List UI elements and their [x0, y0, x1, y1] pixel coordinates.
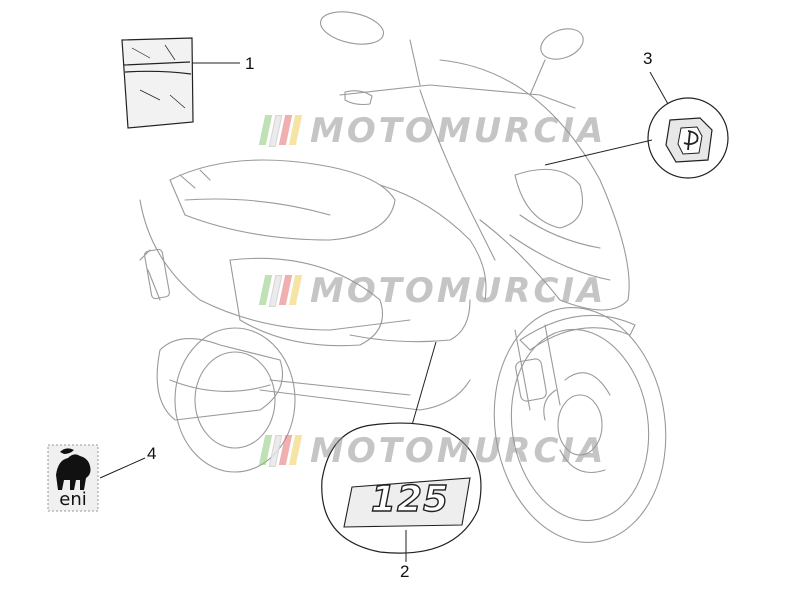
watermark-text: MOTOMURCIA [310, 111, 607, 151]
part-4-eni-logo [47, 444, 99, 512]
watermark-flag-icon [258, 435, 303, 467]
watermark-top: MOTOMURCIA [258, 111, 607, 151]
watermark-flag-icon [258, 275, 303, 307]
leader-line-4 [99, 457, 146, 479]
watermark-text: MOTOMURCIA [310, 431, 607, 471]
watermark-bottom: MOTOMURCIA [258, 431, 607, 471]
leader-line-3-scooter [544, 139, 653, 166]
part-3-piaggio-badge [647, 97, 729, 179]
callout-number-2: 2 [400, 562, 410, 581]
callout-number-3: 3 [643, 49, 653, 68]
watermark-middle: MOTOMURCIA [258, 271, 607, 311]
badge-125-text: 125 [370, 478, 450, 520]
watermark-flag-icon [258, 115, 303, 147]
callout-number-4: 4 [147, 444, 157, 463]
watermark-text: MOTOMURCIA [310, 271, 607, 311]
part-2-125-badge [321, 341, 482, 554]
eni-logo-text: eni [59, 489, 87, 510]
leader-line-3-top [649, 71, 669, 105]
part-1-document-pouch [121, 37, 194, 129]
scooter-drawing [139, 11, 667, 543]
callout-number-1: 1 [245, 54, 255, 73]
